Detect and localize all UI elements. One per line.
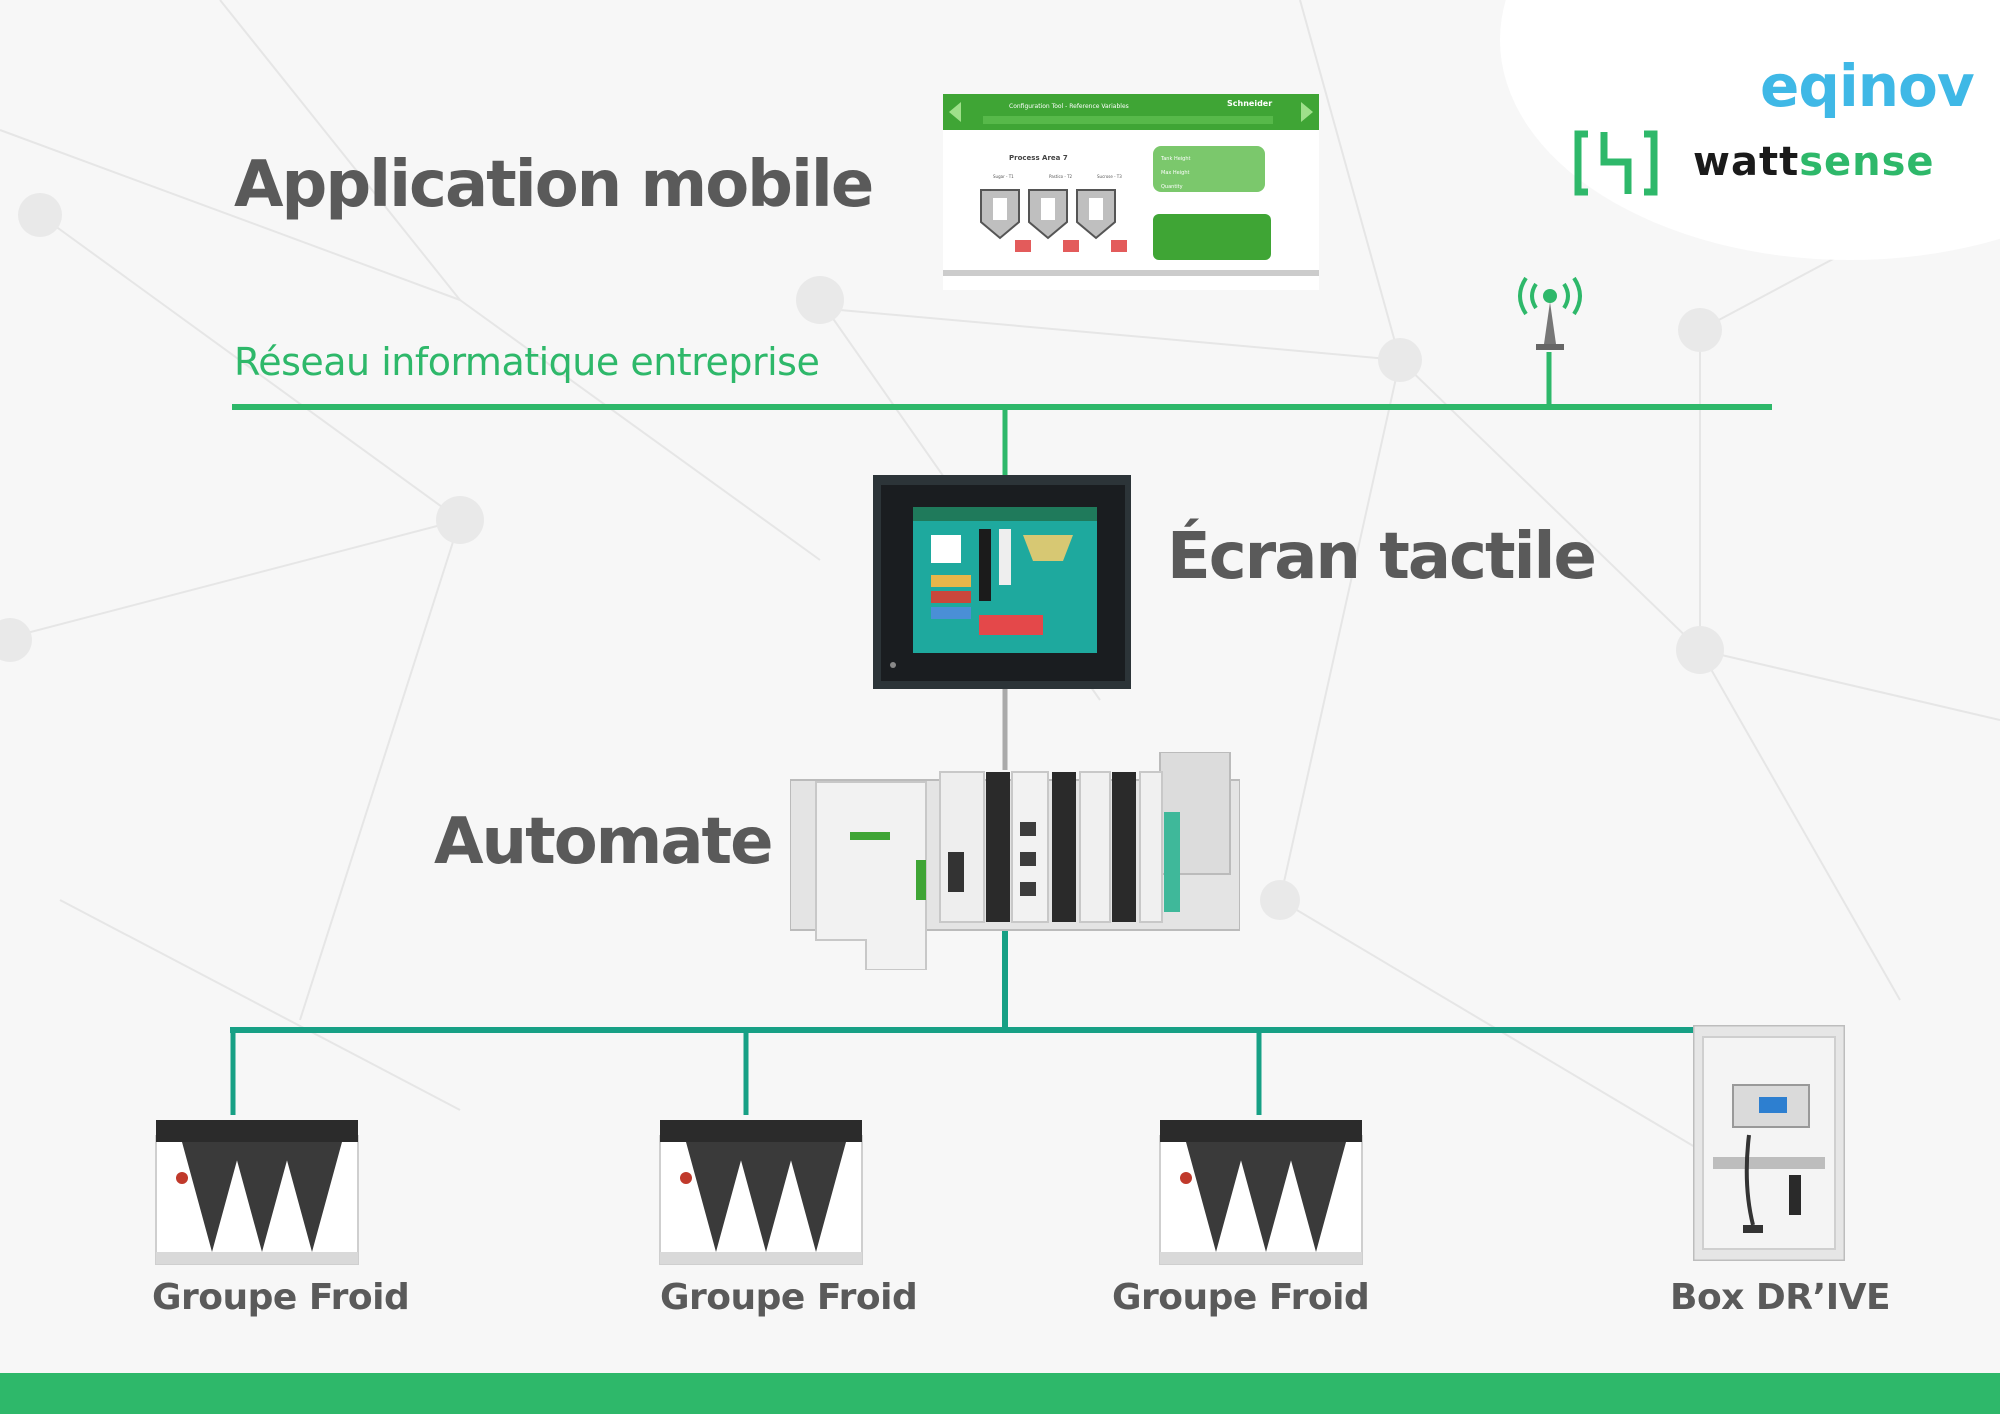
network-label: Réseau informatique entreprise <box>234 340 820 384</box>
wifi-antenna-icon <box>1518 276 1582 350</box>
hmi-panel-row-2: Max Height <box>1161 170 1189 176</box>
eqinov-logo: eqinov <box>1760 52 1975 120</box>
plc-label: Automate <box>434 805 774 879</box>
chiller-3-label: Groupe Froid <box>1112 1277 1370 1318</box>
chiller-2-label: Groupe Froid <box>660 1277 918 1318</box>
wattsense-logo-part2: sense <box>1799 139 1935 185</box>
wattsense-logo-part1: watt <box>1693 139 1800 185</box>
hmi-panel-row-3: Quantity <box>1161 184 1183 190</box>
chiller-1-label: Groupe Froid <box>152 1277 410 1318</box>
wattsense-logo-icon <box>1574 130 1658 196</box>
mobile-app-screenshot: Configuration Tool - Reference Variables… <box>943 94 1319 290</box>
mobile-app-label: Application mobile <box>234 148 874 222</box>
chiller-3-image <box>1159 1120 1363 1265</box>
chiller-1-image <box>155 1120 359 1265</box>
hmi-panel-row-1: Tank Height <box>1160 156 1191 162</box>
hmi-tank-label-2: Pastico - T2 <box>1049 174 1073 179</box>
chiller-2-image <box>659 1120 863 1265</box>
hmi-tanks <box>980 189 1127 252</box>
hmi-status-panel <box>1153 146 1265 192</box>
touch-screen-image <box>873 475 1131 689</box>
hmi-area-title: Process Area 7 <box>1009 154 1068 162</box>
hmi-header-title: Configuration Tool - Reference Variables <box>1009 103 1129 110</box>
hmi-tank-label-1: Sugar - T1 <box>993 174 1014 179</box>
footer-bar <box>0 1373 2000 1414</box>
touch-screen-label: Écran tactile <box>1167 520 1597 594</box>
hmi-tank-label-3: Sucrose - T3 <box>1097 174 1122 179</box>
box-drive-label: Box DR’IVE <box>1670 1277 1891 1318</box>
plc-image <box>790 752 1240 970</box>
box-drive-image <box>1693 1025 1845 1261</box>
hmi-brand: Schneider <box>1227 99 1272 108</box>
wattsense-logo: wattsense <box>1693 139 1935 185</box>
